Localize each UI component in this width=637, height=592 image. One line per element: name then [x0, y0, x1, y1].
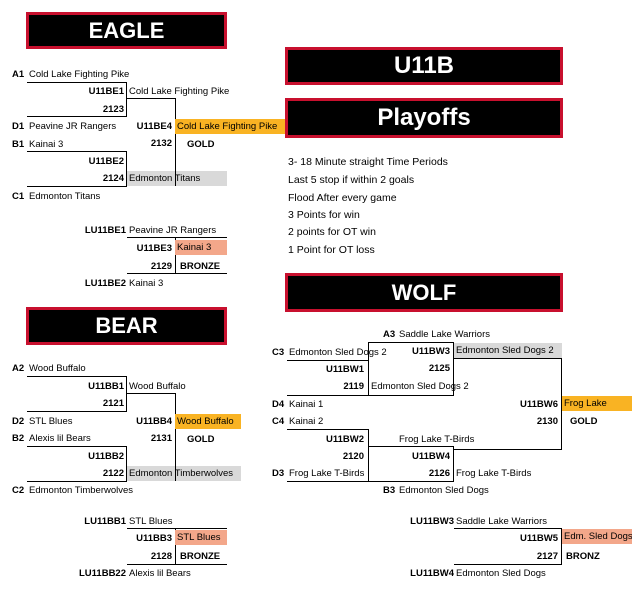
bronze-box: STL Blues [175, 530, 227, 545]
game-number: 2127 [536, 551, 558, 562]
winner-name: Edmonton Sled Dogs 2 [371, 381, 469, 392]
medal-label: BRONZE [180, 551, 221, 562]
game-number: 2129 [150, 261, 172, 272]
winner-name: Cold Lake Fighting Pike [129, 86, 230, 97]
seed-label: C3 [272, 347, 285, 358]
seed-label: B3 [383, 485, 396, 496]
game-number: 2130 [536, 416, 558, 427]
game-number: 2128 [150, 551, 172, 562]
rule-item: 1 Point for OT loss [288, 244, 375, 256]
game-code: U11BB1 [88, 381, 124, 392]
seed-label: C1 [12, 191, 25, 202]
champion-box: Cold Lake Fighting Pike [175, 119, 285, 134]
medal-label: BRONZE [180, 261, 221, 272]
team-name: Saddle Lake Warriors [399, 329, 490, 340]
team-name: Edmonton Sled Dogs 2 [289, 347, 387, 358]
game-code: U11BE1 [88, 86, 124, 97]
bear-banner: BEAR [26, 307, 227, 345]
seed-label: C2 [12, 485, 25, 496]
seed-label: D2 [12, 416, 25, 427]
team-name: Alexis lil Bears [29, 433, 91, 444]
winner-name: Frog Lake T-Birds [399, 434, 475, 445]
game-code: U11BE4 [136, 121, 172, 132]
rule-item: 3 Points for win [288, 209, 360, 221]
team-name: STL Blues [129, 516, 173, 527]
game-code: U11BB2 [88, 451, 124, 462]
winner-name: Wood Buffalo [129, 381, 186, 392]
seed-label: D4 [272, 399, 285, 410]
team-name: Alexis lil Bears [129, 568, 191, 579]
game-number: 2124 [102, 173, 124, 184]
team-name: Peavine JR Rangers [129, 225, 217, 236]
loser-code: LU11BE2 [84, 278, 126, 289]
game-number: 2131 [150, 433, 172, 444]
seed-label: C4 [272, 416, 285, 427]
team-name: Frog Lake T-Birds [289, 468, 365, 479]
game-code: U11BW4 [411, 451, 450, 462]
medal-label: GOLD [570, 416, 598, 427]
team-name: Kainai 3 [129, 278, 164, 289]
game-code: U11BE3 [136, 243, 172, 254]
winner-name: Frog Lake T-Birds [456, 468, 532, 479]
game-number: 2122 [102, 468, 124, 479]
team-name: Edmonton Sled Dogs [399, 485, 489, 496]
rule-item: 3- 18 Minute straight Time Periods [288, 156, 448, 168]
eagle-banner: EAGLE [26, 12, 227, 49]
game-number: 2126 [428, 468, 450, 479]
team-name: Edmonton Sled Dogs [456, 568, 546, 579]
game-number: 2125 [428, 363, 450, 374]
team-name: Edmonton Timberwolves [29, 485, 134, 496]
medal-label: GOLD [187, 434, 215, 445]
bronze-box: Kainai 3 [175, 240, 227, 255]
team-name: Cold Lake Fighting Pike [29, 69, 130, 80]
loser-code: LU11BE1 [84, 225, 126, 236]
team-name: Peavine JR Rangers [29, 121, 117, 132]
seed-label: D3 [272, 468, 285, 479]
u11b-banner: U11B [285, 47, 563, 85]
champion-box: Frog Lake [562, 396, 632, 411]
game-number: 2120 [342, 451, 364, 462]
game-number: 2123 [102, 104, 124, 115]
seed-label: D1 [12, 121, 25, 132]
loser-code: LU11BB1 [84, 516, 126, 527]
seed-label: B1 [12, 139, 25, 150]
rule-item: Last 5 stop if within 2 goals [288, 174, 415, 186]
medal-label: GOLD [187, 139, 215, 150]
seed-label: B2 [12, 433, 25, 444]
team-name: Wood Buffalo [29, 363, 86, 374]
game-code: U11BB4 [136, 416, 172, 427]
rule-item: Flood After every game [288, 192, 397, 204]
team-name: Saddle Lake Warriors [456, 516, 547, 527]
winner-box: Edmonton Sled Dogs 2 [454, 343, 562, 358]
loser-code: LU11BW4 [410, 568, 454, 579]
team-name: Kainai 1 [289, 399, 324, 410]
loser-code: LU11BB22 [79, 568, 126, 579]
team-name: Kainai 3 [29, 139, 64, 150]
game-code: U11BW5 [519, 533, 558, 544]
wolf-banner: WOLF [285, 273, 563, 312]
winner-box: Edmonton Timberwolves [127, 466, 241, 481]
seed-label: A3 [383, 329, 396, 340]
bronze-box: Edm. Sled Dogs [562, 529, 632, 544]
game-number: 2119 [343, 381, 364, 392]
loser-code: LU11BW3 [410, 516, 454, 527]
rule-item: 2 points for OT win [288, 226, 376, 238]
winner-box: Edmonton Titans [127, 171, 227, 186]
game-code: U11BW6 [519, 399, 558, 410]
team-name: Kainai 2 [289, 416, 324, 427]
seed-label: A2 [12, 363, 25, 374]
team-name: STL Blues [29, 416, 73, 427]
game-code: U11BW1 [325, 364, 364, 375]
game-code: U11BE2 [88, 156, 124, 167]
game-number: 2132 [150, 138, 172, 149]
team-name: Edmonton Titans [29, 191, 101, 202]
playoffs-banner: Playoffs [285, 98, 563, 138]
medal-label: BRONZ [566, 551, 600, 562]
seed-label: A1 [12, 69, 25, 80]
game-code: U11BW2 [325, 434, 364, 445]
game-number: 2121 [102, 398, 124, 409]
game-code: U11BB3 [136, 533, 172, 544]
champion-box: Wood Buffalo [175, 414, 241, 429]
game-code: U11BW3 [411, 346, 450, 357]
